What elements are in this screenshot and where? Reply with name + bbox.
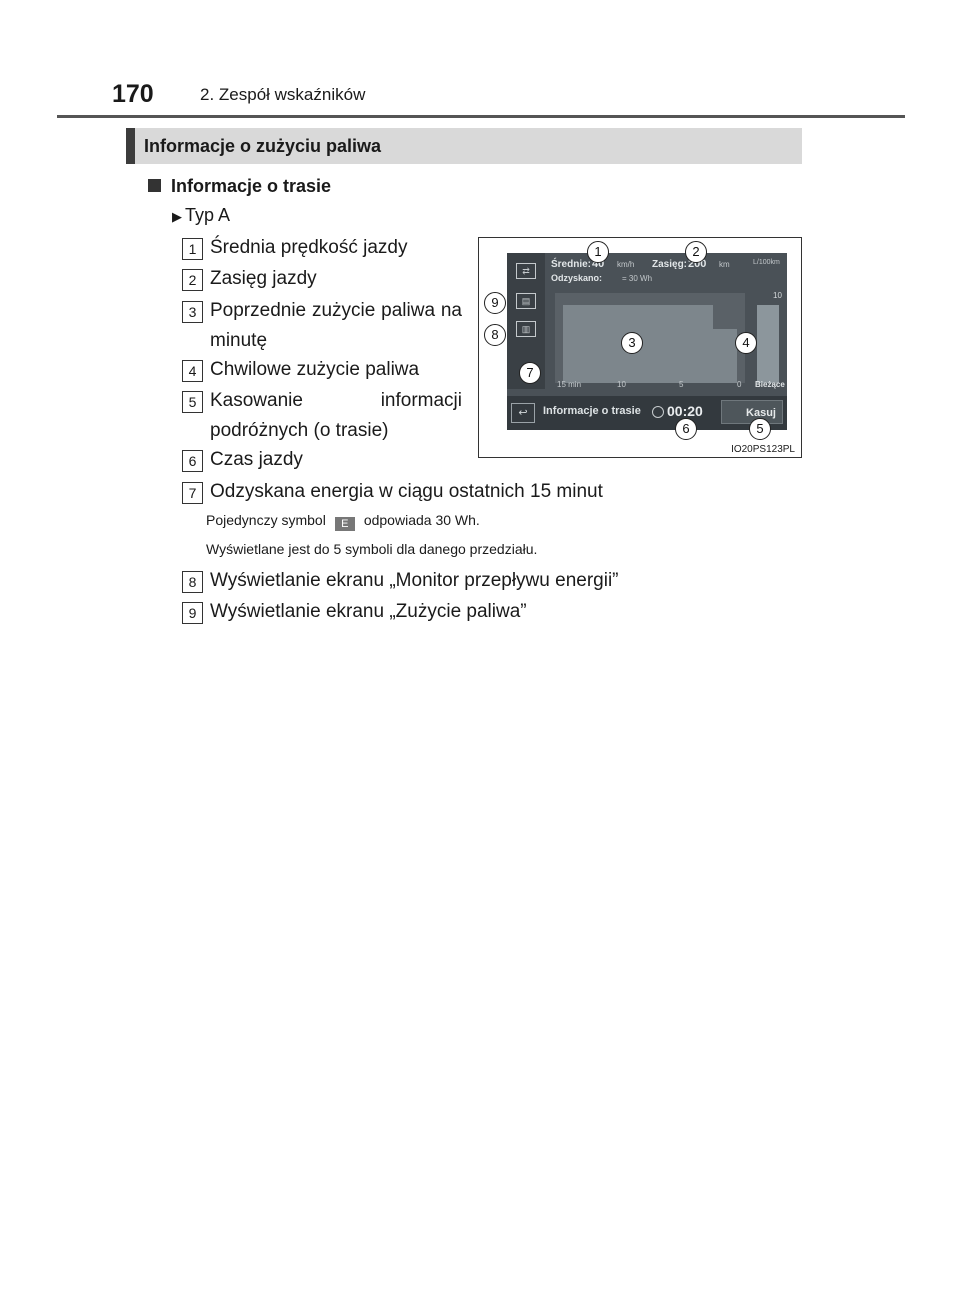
callout-1: 1: [587, 241, 609, 263]
item-number: 3: [182, 301, 203, 323]
section-header: Informacje o zużyciu paliwa: [126, 128, 802, 164]
figure-code: IO20PS123PL: [731, 444, 795, 455]
callout-8: 8: [484, 324, 506, 346]
x-tick: 15 min: [557, 380, 582, 389]
recovered-value: = 30 Wh: [622, 274, 653, 283]
fuel-consumption-icon[interactable]: ▤: [516, 293, 536, 309]
item-text: Odzyskana energia w ciągu ostatnich 15 m…: [210, 481, 603, 502]
back-button[interactable]: ↩: [511, 403, 535, 423]
type-label-text: Typ A: [185, 205, 231, 225]
drive-time: 00:20: [667, 403, 703, 419]
section-title: Informacje o zużyciu paliwa: [144, 136, 382, 156]
header-rule: [57, 115, 905, 118]
item-number: 4: [182, 360, 203, 382]
item-number: 7: [182, 482, 203, 504]
trip-info-screen: ⇄ ▤ ▥ Średnie: 40 km/h Zasięg: 200 km L/…: [507, 253, 787, 430]
item-text: Chwilowe zużycie paliwa: [210, 359, 420, 380]
range-label: Zasięg:: [652, 259, 688, 270]
item-number: 8: [182, 571, 203, 593]
callout-4: 4: [735, 332, 757, 354]
consumption-history-bars: [563, 305, 737, 383]
avg-speed-label: Średnie:: [551, 259, 592, 270]
callout-5: 5: [749, 418, 771, 440]
callout-2: 2: [685, 241, 707, 263]
callout-9: 9: [484, 292, 506, 314]
current-label: Bieżące: [755, 380, 785, 389]
triangle-bullet-icon: ▶: [172, 209, 182, 224]
item-text: Wyświetlanie ekranu „Monitor przepływu e…: [210, 570, 619, 591]
subsection-title-text: Informacje o trasie: [171, 176, 332, 196]
x-tick: 0: [737, 380, 742, 389]
clock-icon: [652, 406, 664, 418]
trip-info-figure: ⇄ ▤ ▥ Średnie: 40 km/h Zasięg: 200 km L/…: [478, 237, 802, 458]
callout-6: 6: [675, 418, 697, 440]
bottom-bar: ↩ Informacje o trasie 00:20 Kasuj: [507, 396, 787, 430]
current-consumption-bar: [757, 305, 779, 383]
item-text: Czas jazdy: [210, 449, 303, 470]
history-bars-tail: [713, 329, 737, 383]
recovered-label: Odzyskano:: [551, 273, 603, 283]
page-number: 170: [112, 80, 154, 108]
consumption-unit: L/100km: [753, 259, 780, 266]
square-bullet-icon: [148, 179, 161, 192]
y-tick: 10: [773, 291, 782, 300]
item-text: Wyświetlanie ekranu „Zużycie paliwa”: [210, 601, 527, 622]
item-text: Zasięg jazdy: [210, 268, 317, 289]
item-number: 9: [182, 602, 203, 624]
trip-info-icon[interactable]: ▥: [516, 321, 536, 337]
energy-symbol-icon: E: [334, 517, 355, 531]
screen-title: Informacje o trasie: [543, 405, 641, 417]
subsection-title: Informacje o trasie: [148, 176, 331, 197]
note-symbol-before: Pojedynczy symbol: [206, 512, 326, 528]
note-max-symbols: Wyświetlane jest do 5 symboli dla danego…: [206, 541, 538, 557]
x-tick: 5: [679, 380, 684, 389]
item-text: Kasowanie informacji podróżnych (o trasi…: [210, 390, 462, 441]
item-number: 5: [182, 391, 203, 413]
item-number: 2: [182, 269, 203, 291]
x-tick: 10: [617, 380, 626, 389]
energy-flow-icon[interactable]: ⇄: [516, 263, 536, 279]
consumption-history-chart: [555, 293, 745, 383]
item-number: 1: [182, 238, 203, 260]
callout-3: 3: [621, 332, 643, 354]
type-label: ▶Typ A: [172, 205, 230, 226]
item-number: 6: [182, 450, 203, 472]
avg-speed-unit: km/h: [617, 260, 635, 269]
range-unit: km: [719, 260, 730, 269]
note-symbol-after: odpowiada 30 Wh.: [363, 512, 480, 528]
section-marker: [126, 128, 135, 164]
item-text: Średnia prędkość jazdy: [210, 237, 408, 258]
chapter-title: 2. Zespół wskaźników: [200, 85, 366, 104]
callout-7: 7: [519, 362, 541, 384]
item-text: Poprzednie zużycie paliwa na minutę: [210, 300, 462, 351]
